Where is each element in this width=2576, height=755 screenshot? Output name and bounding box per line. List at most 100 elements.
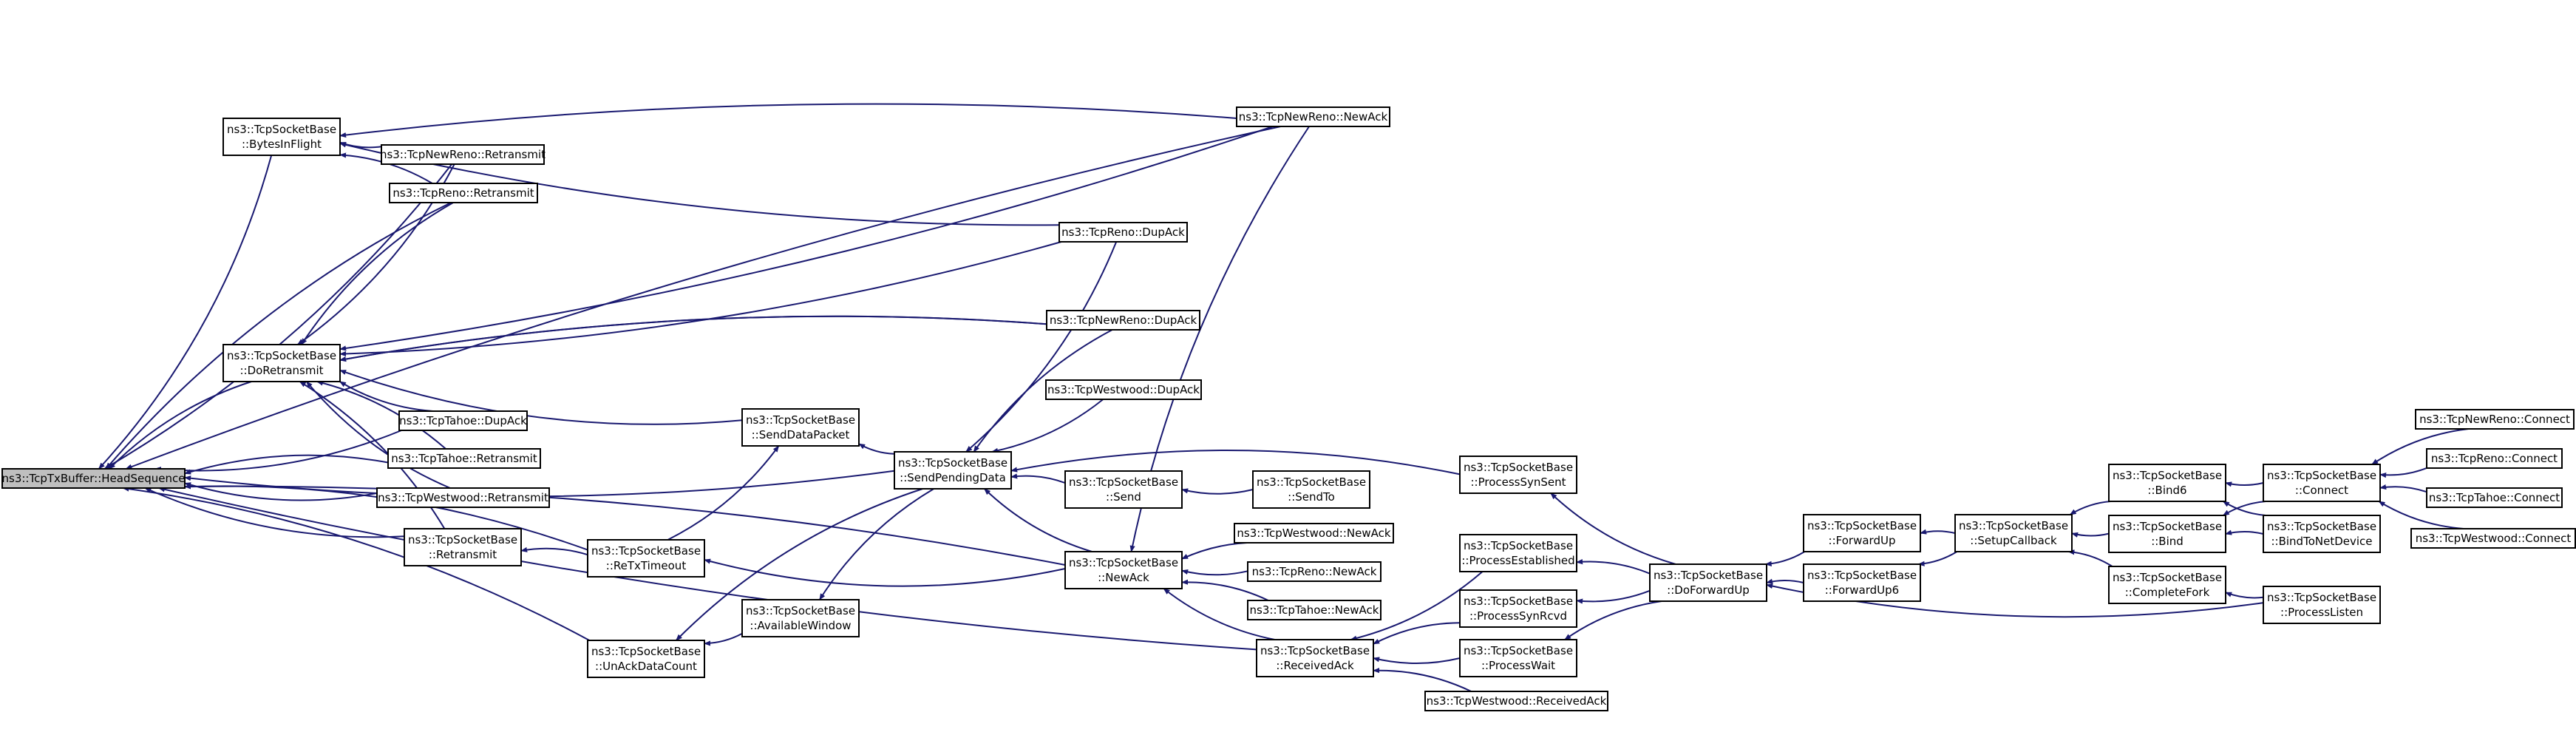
node-label: ::DoForwardUp (1667, 583, 1750, 597)
node-label: ::SendDataPacket (752, 428, 850, 441)
node-box (894, 451, 1012, 490)
node-renonewack[interactable]: ns3::TcpReno::NewAck (1247, 561, 1382, 582)
node-rto[interactable]: ns3::TcpSocketBase::ReTxTimeout (587, 539, 705, 578)
node-label: ::BytesInFlight (242, 138, 322, 151)
node-psynsent[interactable]: ns3::TcpSocketBase::ProcessSynSent (1459, 456, 1577, 494)
node-bind6[interactable]: ns3::TcpSocketBase::Bind6 (2108, 464, 2226, 502)
node-box (1064, 470, 1183, 509)
edge-rto-to-retx (520, 546, 588, 556)
edge-wwnewack-to-newack (1181, 541, 1265, 560)
node-newack[interactable]: ns3::TcpSocketBase::NewAck (1064, 551, 1183, 589)
edge-pest-to-recvack (1350, 571, 1484, 641)
node-sendto[interactable]: ns3::TcpSocketBase::SendTo (1252, 470, 1370, 509)
node-psynrcvd[interactable]: ns3::TcpSocketBase::ProcessSynRcvd (1459, 589, 1577, 628)
node-label: ::ReceivedAck (1276, 659, 1354, 672)
node-label: ns3::TcpTahoe::Retransmit (391, 452, 537, 465)
node-tahoenewack[interactable]: ns3::TcpTahoe::NewAck (1247, 600, 1382, 620)
node-setcb[interactable]: ns3::TcpSocketBase::SetupCallback (1954, 514, 2073, 552)
node-nrretx[interactable]: ns3::TcpNewReno::Retransmit (380, 144, 546, 165)
node-doretx[interactable]: ns3::TcpSocketBase::DoRetransmit (222, 344, 341, 382)
node-wwnewack[interactable]: ns3::TcpWestwood::NewAck (1234, 523, 1394, 544)
node-recvack[interactable]: ns3::TcpSocketBase::ReceivedAck (1256, 639, 1374, 677)
node-dfu[interactable]: ns3::TcpSocketBase::DoForwardUp (1649, 563, 1767, 602)
node-fu6[interactable]: ns3::TcpSocketBase::ForwardUp6 (1803, 563, 1921, 602)
node-pwait[interactable]: ns3::TcpSocketBase::ProcessWait (1459, 639, 1577, 677)
node-label: ::ReTxTimeout (606, 559, 687, 572)
node-renoconn[interactable]: ns3::TcpReno::Connect (2426, 448, 2563, 469)
edge-pwait-to-recvack (1373, 657, 1461, 664)
node-label: ::SendPendingData (900, 471, 1006, 484)
node-label: ns3::TcpTahoe::Connect (2429, 491, 2560, 504)
node-label: ns3::TcpTxBuffer::HeadSequence (2, 472, 186, 485)
edge-spd-to-sdp (858, 443, 895, 455)
node-box (1954, 514, 2073, 552)
node-label: ::ForwardUp6 (1825, 583, 1899, 597)
node-spd[interactable]: ns3::TcpSocketBase::SendPendingData (894, 451, 1012, 490)
node-label: ns3::TcpSocketBase (1464, 595, 1573, 608)
node-aw[interactable]: ns3::TcpSocketBase::AvailableWindow (741, 599, 860, 637)
node-box (2108, 515, 2226, 553)
node-label: ns3::TcpNewReno::DupAck (1050, 314, 1197, 327)
node-sdp[interactable]: ns3::TcpSocketBase::SendDataPacket (741, 408, 860, 447)
node-bind[interactable]: ns3::TcpSocketBase::Bind (2108, 515, 2226, 553)
node-unack[interactable]: ns3::TcpSocketBase::UnAckDataCount (587, 640, 705, 678)
node-wwdup[interactable]: ns3::TcpWestwood::DupAck (1045, 379, 1202, 400)
edge-dfu-to-psynrcvd (1576, 589, 1651, 604)
edge-setcb-to-fu (1920, 529, 1956, 535)
node-retx[interactable]: ns3::TcpSocketBase::Retransmit (404, 528, 522, 566)
edge-unack-to-head (122, 486, 590, 641)
node-label: ::ProcessSynSent (1470, 475, 1566, 489)
node-box (2108, 566, 2226, 604)
node-label: ns3::TcpReno::NewAck (1252, 565, 1377, 578)
nodes-layer: ns3::TcpTxBuffer::HeadSequencens3::TcpSo… (1, 106, 2576, 711)
edge-dfu-to-psynsent (1550, 492, 1676, 565)
edge-doretx-to-head (108, 381, 252, 470)
node-box (404, 528, 522, 566)
node-wwrecvack[interactable]: ns3::TcpWestwood::ReceivedAck (1424, 691, 1608, 711)
node-label: ns3::TcpSocketBase (2113, 469, 2222, 482)
node-label: ns3::TcpSocketBase (2267, 469, 2376, 482)
node-plisten[interactable]: ns3::TcpSocketBase::ProcessListen (2263, 586, 2381, 624)
node-label: ns3::TcpWestwood::Retransmit (378, 491, 548, 504)
node-box (1247, 600, 1382, 620)
node-nrconn[interactable]: ns3::TcpNewReno::Connect (2415, 409, 2575, 430)
edge-nrnewack-to-head (125, 126, 1281, 470)
node-label: ns3::TcpSocketBase (408, 533, 517, 546)
node-label: ns3::TcpSocketBase (2113, 571, 2222, 584)
node-label: ns3::TcpWestwood::NewAck (1237, 527, 1390, 540)
node-tahoedup[interactable]: ns3::TcpTahoe::DupAck (398, 410, 528, 431)
edge-sdp-to-doretx (339, 369, 743, 425)
edge-bind6-to-setcb (2069, 501, 2111, 515)
node-head[interactable]: ns3::TcpTxBuffer::HeadSequence (1, 468, 186, 489)
node-wwconn[interactable]: ns3::TcpWestwood::Connect (2410, 528, 2576, 549)
node-cfork[interactable]: ns3::TcpSocketBase::CompleteFork (2108, 566, 2226, 604)
node-nrnewack[interactable]: ns3::TcpNewReno::NewAck (1236, 106, 1390, 127)
node-bif[interactable]: ns3::TcpSocketBase::BytesInFlight (222, 118, 341, 156)
edge-setcb-to-fu6 (1917, 551, 1958, 566)
edge-nrnewack-to-doretx (339, 126, 1274, 351)
node-renodup[interactable]: ns3::TcpReno::DupAck (1058, 222, 1188, 243)
node-label: ::ForwardUp (1829, 534, 1896, 547)
node-tahoeretx[interactable]: ns3::TcpTahoe::Retransmit (387, 448, 541, 469)
node-btnd[interactable]: ns3::TcpSocketBase::BindToNetDevice (2263, 515, 2381, 553)
edge-wwconn-to-connect (2378, 501, 2464, 529)
node-box (2263, 515, 2381, 553)
node-label: ::NewAck (1098, 571, 1149, 584)
edge-tahoenewack-to-newack (1181, 579, 1269, 601)
node-fu[interactable]: ns3::TcpSocketBase::ForwardUp (1803, 514, 1921, 552)
edge-renodup-to-spd (965, 241, 1118, 453)
node-label: ::SendTo (1288, 490, 1335, 504)
node-label: ns3::TcpSocketBase (227, 349, 336, 362)
edge-renoconn-to-connect (2379, 467, 2427, 478)
node-renoretx[interactable]: ns3::TcpReno::Retransmit (389, 183, 538, 203)
node-nrdup[interactable]: ns3::TcpNewReno::DupAck (1046, 310, 1200, 331)
node-connect[interactable]: ns3::TcpSocketBase::Connect (2263, 464, 2381, 502)
node-send[interactable]: ns3::TcpSocketBase::Send (1064, 470, 1183, 509)
node-box (387, 448, 541, 469)
node-pest[interactable]: ns3::TcpSocketBase::ProcessEstablished (1459, 534, 1577, 572)
node-wwretx[interactable]: ns3::TcpWestwood::Retransmit (376, 487, 550, 508)
node-tahoeconn[interactable]: ns3::TcpTahoe::Connect (2426, 487, 2563, 508)
node-box (2426, 487, 2563, 508)
edge-renoretx-to-head (105, 202, 452, 470)
edge-recvack-to-head (158, 487, 1257, 651)
